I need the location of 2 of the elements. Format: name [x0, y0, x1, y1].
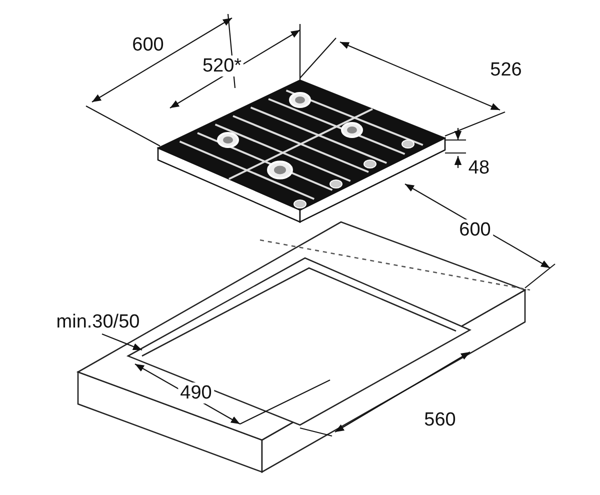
dimension-label: 490 [178, 382, 214, 404]
dimension-label: 520* [200, 56, 244, 76]
